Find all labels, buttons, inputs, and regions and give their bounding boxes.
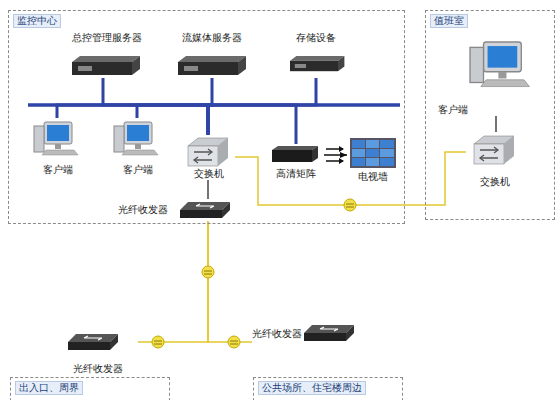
connector bbox=[324, 154, 347, 156]
device-node: 光纤收发器 bbox=[58, 331, 138, 375]
device-label: 交换机 bbox=[194, 168, 224, 180]
device-node: 光纤收发器 bbox=[252, 321, 358, 347]
device-label: 光纤收发器 bbox=[118, 204, 168, 216]
connector bbox=[495, 116, 497, 132]
device-node: 存储设备 bbox=[284, 32, 348, 78]
connector bbox=[207, 180, 209, 199]
device-label: 光纤收发器 bbox=[73, 363, 123, 375]
device-label: 客户端 bbox=[438, 104, 468, 116]
region-box: 出入口、周界 bbox=[10, 377, 170, 400]
connector bbox=[208, 105, 296, 144]
connector bbox=[235, 152, 466, 205]
device-node: 客户端 bbox=[438, 40, 530, 116]
device-label: 总控管理服务器 bbox=[72, 32, 142, 44]
device-node: 客户端 bbox=[30, 118, 85, 176]
region-title: 值班室 bbox=[430, 14, 468, 28]
device-label: 光纤收发器 bbox=[252, 328, 302, 340]
connector bbox=[57, 105, 208, 135]
region-box: 值班室客户端交换机 bbox=[425, 10, 555, 220]
region-title: 公共场所、住宅楼周边 bbox=[258, 381, 366, 395]
region-box: 监控中心总控管理服务器 流媒体服务器 存储设备客户端 客户端 交换机 高清矩阵 电视墙光纤收… bbox=[8, 10, 405, 224]
device-label: 高清矩阵 bbox=[276, 168, 316, 180]
device-label: 流媒体服务器 bbox=[182, 32, 242, 44]
device-label: 存储设备 bbox=[296, 32, 336, 44]
device-label: 电视墙 bbox=[358, 171, 388, 183]
connector bbox=[208, 221, 252, 342]
device-node: 流媒体服务器 bbox=[170, 32, 254, 78]
device-node: 客户端 bbox=[110, 118, 165, 176]
region-title: 出入口、周界 bbox=[15, 381, 83, 395]
device-node: 电视墙 bbox=[347, 135, 399, 183]
connector bbox=[137, 105, 208, 135]
connector bbox=[138, 221, 208, 342]
device-node: 总控管理服务器 bbox=[62, 32, 152, 78]
device-node: 高清矩阵 bbox=[268, 144, 324, 180]
device-label: 交换机 bbox=[480, 176, 510, 188]
device-node: 交换机 bbox=[466, 132, 524, 188]
device-node: 交换机 bbox=[183, 135, 235, 180]
device-label: 客户端 bbox=[123, 164, 153, 176]
region-box: 公共场所、住宅楼周边 bbox=[253, 377, 403, 400]
device-label: 客户端 bbox=[43, 164, 73, 176]
device-node: 光纤收发器 bbox=[118, 199, 232, 221]
region-title: 监控中心 bbox=[13, 14, 61, 28]
